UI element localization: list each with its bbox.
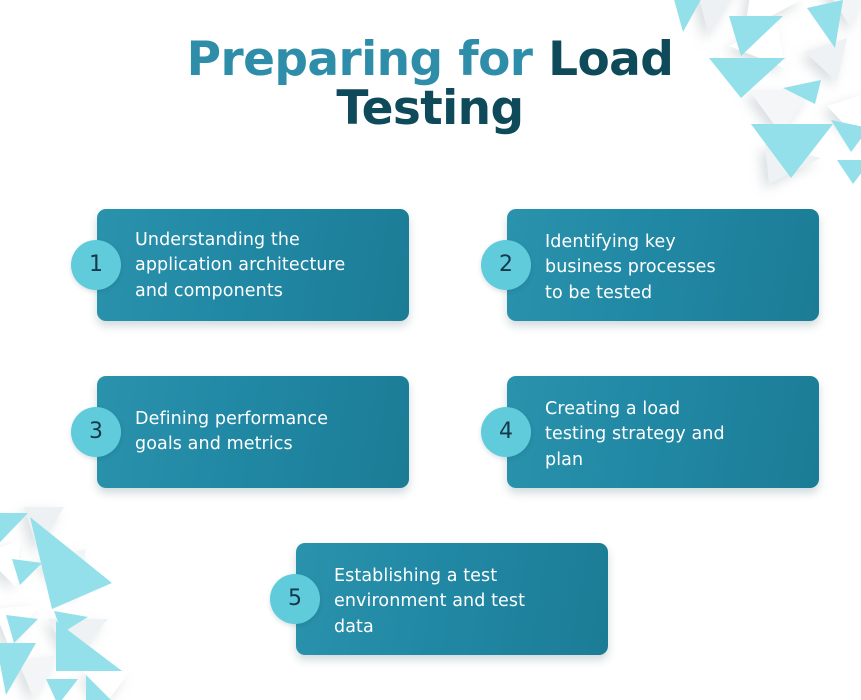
- step-text-2: Identifying key business processes to be…: [545, 232, 716, 303]
- page-title-part-dark-1: Load: [548, 32, 674, 87]
- step-text-3: Defining performance goals and metrics: [135, 409, 329, 455]
- step-text-1: Understanding the application architectu…: [135, 230, 346, 301]
- step-card-2: [507, 209, 819, 321]
- step-card-3: [97, 376, 409, 488]
- step-text-5: Establishing a test environment and test…: [334, 566, 526, 637]
- step-number-badge-1: 1: [71, 240, 121, 290]
- page-title-part-dark-2: Testing: [336, 80, 524, 136]
- step-number-badge-5: 5: [270, 574, 320, 624]
- step-text-4: Creating a load testing strategy and pla…: [545, 399, 725, 470]
- page-title: Preparing for Load Testing: [130, 35, 730, 136]
- step-card-4: [507, 376, 819, 488]
- step-card-1: [97, 209, 409, 321]
- step-number-badge-2: 2: [481, 240, 531, 290]
- triangle-cluster-bottom-left-icon: [0, 507, 130, 700]
- step-card-5: [296, 543, 608, 655]
- page-title-part-light: Preparing for: [186, 32, 549, 87]
- step-number-badge-4: 4: [481, 407, 531, 457]
- step-number-badge-3: 3: [71, 407, 121, 457]
